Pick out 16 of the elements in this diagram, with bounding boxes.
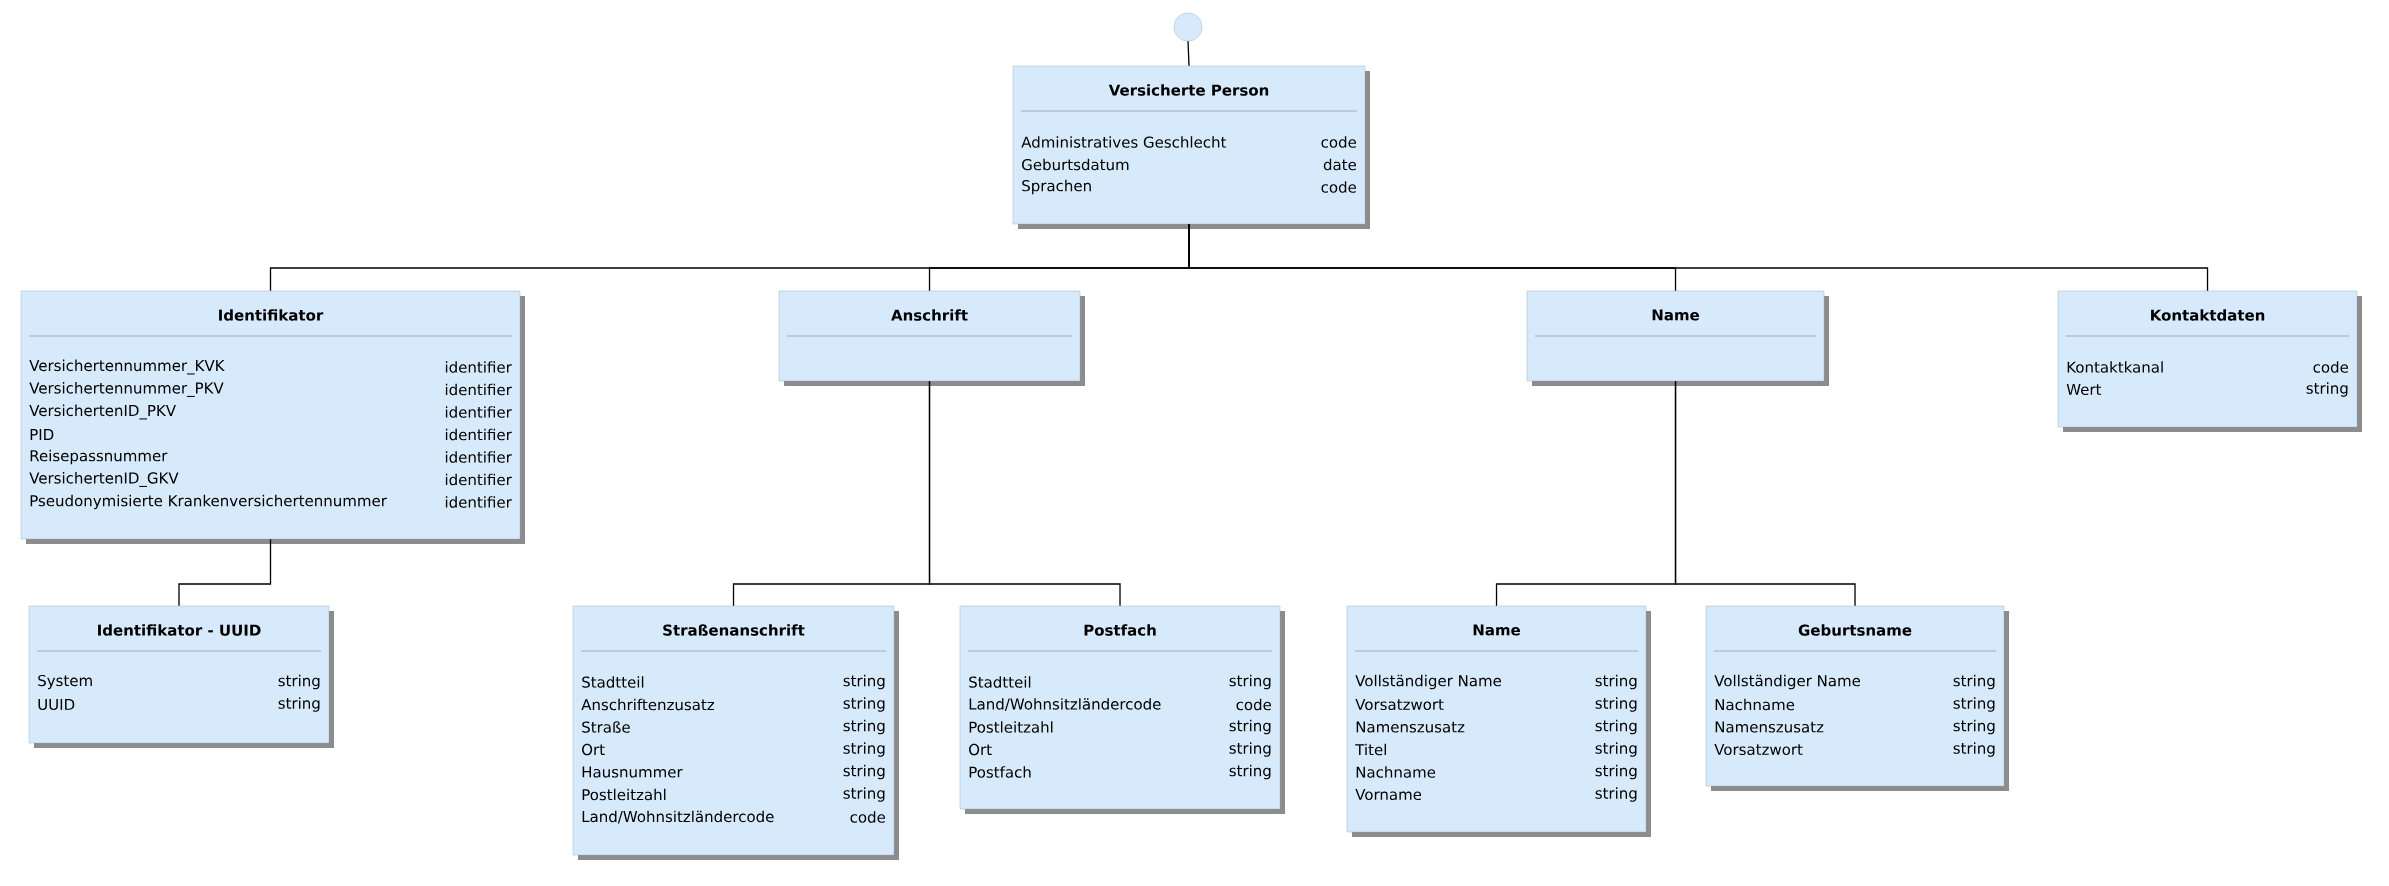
class-box: Geburtsname Vollständiger Name string Nachname string Namenszusatz string Vorsatzwort string <box>1705 605 2010 791</box>
class-box: Identifikator - UUID System string UUID string <box>28 605 334 748</box>
start-circle <box>1173 12 1203 42</box>
connector-line <box>928 380 1121 607</box>
connector-line <box>178 538 272 607</box>
class-box: Straßenanschrift Stadtteil string Anschriftenzusatz string Straße string Ort string Hausnummer string Postleitzahl string Land/Wohnsitzländercode code <box>572 605 899 860</box>
class-box: Kontaktdaten Kontaktkanal code Wert string <box>2057 290 2363 432</box>
class-box: Name <box>1526 290 1830 386</box>
class-box: Anschrift <box>778 290 1085 386</box>
connector-line <box>1674 380 1856 607</box>
class-box: Postfach Stadtteil string Land/Wohnsitzländercode code Postleitzahl string Ort string Postfach string <box>959 605 1285 814</box>
class-box: Versicherte Person Administratives Geschlecht code Geburtsdatum date Sprachen code <box>1012 65 1370 229</box>
class-box: Identifikator Versichertennummer_KVK identifier Versichertennummer_PKV identifier VersichertenID_PKV identifier PID identifier Reisepassnummer identifier VersichertenID_GKV identifier Pseudonymisierte Krankenversichertennummer identifier <box>20 290 525 544</box>
connector-line <box>1187 40 1190 67</box>
connector-line <box>1188 223 2209 292</box>
class-box: Name Vollständiger Name string Vorsatzwort string Namenszusatz string Titel string Nachname string Vorname string <box>1346 605 1651 837</box>
